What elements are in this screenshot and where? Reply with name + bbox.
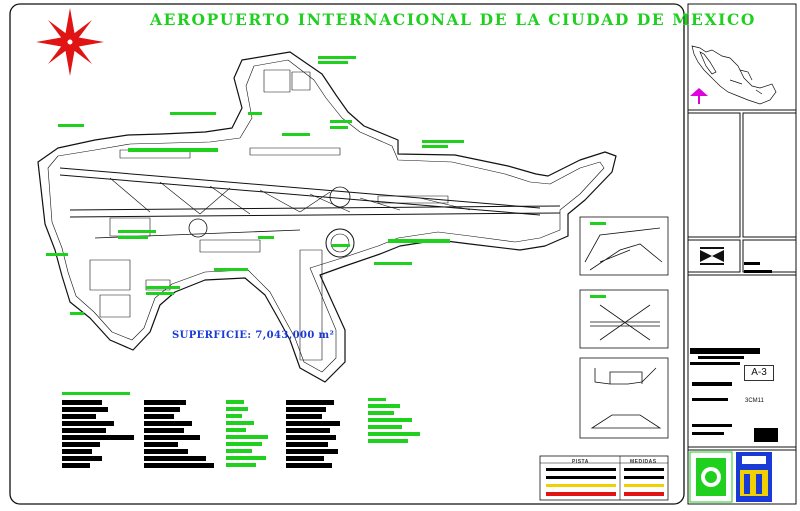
pista-table <box>539 455 669 501</box>
table-header-pista: PISTA <box>572 459 589 465</box>
detail-view-3 <box>579 357 669 439</box>
title-block <box>687 3 797 505</box>
location-marker-icon <box>690 88 708 104</box>
sheet-code: A-3 <box>744 365 774 381</box>
detail-view-1 <box>579 216 669 276</box>
superficie-label: SUPERFICIE: 7,043,000 m² <box>172 330 335 341</box>
airport-plan <box>37 51 617 383</box>
drawing-title: AEROPUERTO INTERNACIONAL DE LA CIUDAD DE… <box>150 10 756 29</box>
legend-columns <box>62 392 420 468</box>
plan-labels <box>46 56 464 315</box>
mexico-map-icon <box>691 45 777 105</box>
north-arrow-icon <box>36 8 104 76</box>
detail-view-2 <box>579 289 669 349</box>
logo-seal-icon <box>689 451 772 503</box>
title-block-text <box>690 262 778 442</box>
sheet-border <box>9 3 685 505</box>
title-symbol-icon <box>700 247 724 265</box>
drawing-id: 3CM11 <box>745 398 764 404</box>
airport-perimeter <box>37 51 617 383</box>
table-header-medidas: MEDIDAS <box>630 459 657 465</box>
